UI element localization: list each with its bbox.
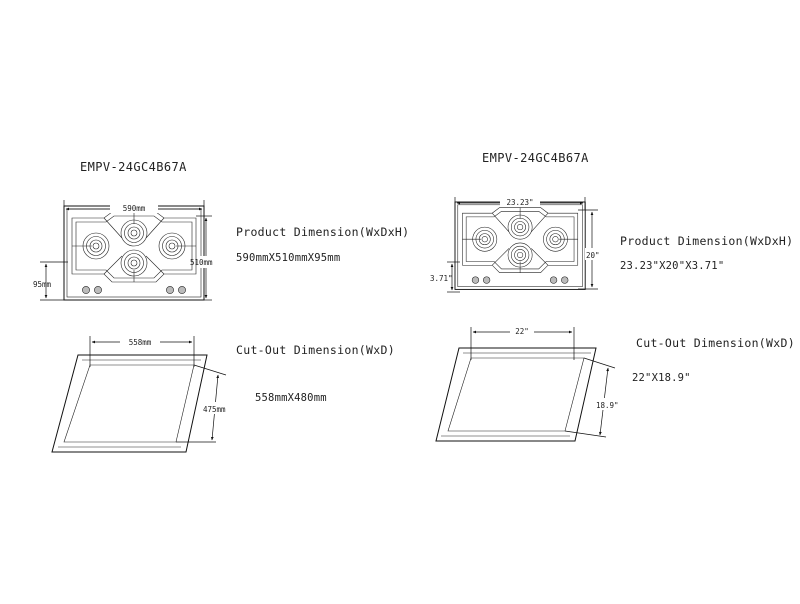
left-cut-width-label: 558mm (129, 338, 152, 347)
right-width-dimension: 23.23" (454, 197, 586, 210)
right-cutout-heading: Cut-Out Dimension(WxD) (636, 336, 795, 350)
right-cutout-drawing (435, 347, 597, 442)
right-depth-dimension: 20" (578, 209, 600, 290)
left-model-label: EMPV-24GC4B67A (80, 160, 187, 174)
right-cut-width-dimension: 22" (470, 326, 575, 360)
right-cut-depth-label: 18.9" (596, 401, 619, 410)
right-model-label: EMPV-24GC4B67A (482, 151, 589, 165)
left-width-dimension: 590mm (63, 200, 205, 214)
left-product-value: 590mmX510mmX95mm (236, 252, 340, 264)
right-cut-depth-dimension: 18.9" (564, 357, 620, 438)
right-height-dimension: 3.71" (430, 261, 460, 293)
right-width-label: 23.23" (506, 198, 533, 207)
right-height-label: 3.71" (430, 274, 453, 283)
left-cutout-heading: Cut-Out Dimension(WxD) (236, 343, 395, 357)
right-product-heading: Product Dimension(WxDxH) (620, 234, 793, 248)
left-cutout-drawing (51, 354, 208, 453)
right-cut-width-label: 22" (515, 327, 529, 336)
left-cutout-value: 558mmX480mm (255, 392, 327, 404)
right-panel: EMPV-24GC4B67A 23.23" 20" 3.71" Pr (430, 151, 795, 442)
right-product-value: 23.23"X20"X3.71" (620, 260, 724, 272)
left-depth-label: 510mm (190, 258, 213, 267)
right-depth-label: 20" (586, 251, 600, 260)
right-cutout-value: 22"X18.9" (632, 372, 691, 384)
left-product-heading: Product Dimension(WxDxH) (236, 225, 409, 239)
left-cut-depth-label: 475mm (203, 405, 226, 414)
left-height-label: 95mm (33, 280, 52, 289)
left-panel: EMPV-24GC4B67A 590mm 510mm 95mm (33, 160, 409, 453)
right-cooktop-drawing (455, 202, 585, 289)
left-cut-depth-dimension: 475mm (176, 364, 230, 443)
left-depth-dimension: 510mm (190, 215, 216, 301)
left-cooktop-drawing (64, 206, 204, 300)
left-height-dimension: 95mm (33, 261, 68, 301)
left-cut-width-dimension: 558mm (89, 336, 195, 367)
left-width-label: 590mm (123, 204, 146, 213)
